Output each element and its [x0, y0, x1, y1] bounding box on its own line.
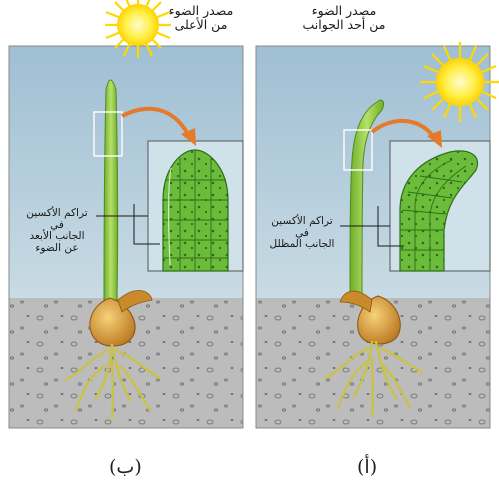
panel-b-light-source-caption: مصدر الضوء من الأعلى	[150, 4, 252, 32]
panel-a-auxin-line1: تراكم الأكسين	[262, 216, 342, 228]
panel-a-inset	[390, 141, 490, 271]
panel-b-auxin-line4: عن الضوء	[18, 243, 96, 255]
panel-b-auxin-line3: الجانب الأبعد	[18, 231, 96, 243]
panel-b-stem	[104, 80, 118, 300]
panel-b-letter: (ب)	[109, 456, 142, 478]
panel-a-source-line1: مصدر الضوء	[288, 4, 400, 18]
panel-b-auxin-line1: تراكم الأكسين	[18, 208, 96, 220]
panel-a-letter: (أ)	[357, 456, 377, 478]
panel-a-source-line2: من أحد الجوانب	[288, 18, 400, 32]
panel-b-inset	[148, 141, 243, 271]
panel-b-source-line1: مصدر الضوء	[150, 4, 252, 18]
panel-b-source-line2: من الأعلى	[150, 18, 252, 32]
panel-a-auxin-line3: الجانب المظلل	[262, 239, 342, 251]
panel-b-auxin-label: تراكم الأكسين في الجانب الأبعد عن الضوء	[18, 208, 96, 254]
panel-a-light-source-caption: مصدر الضوء من أحد الجوانب	[288, 4, 400, 32]
panel-a-auxin-label: تراكم الأكسين في الجانب المظلل	[262, 216, 342, 251]
